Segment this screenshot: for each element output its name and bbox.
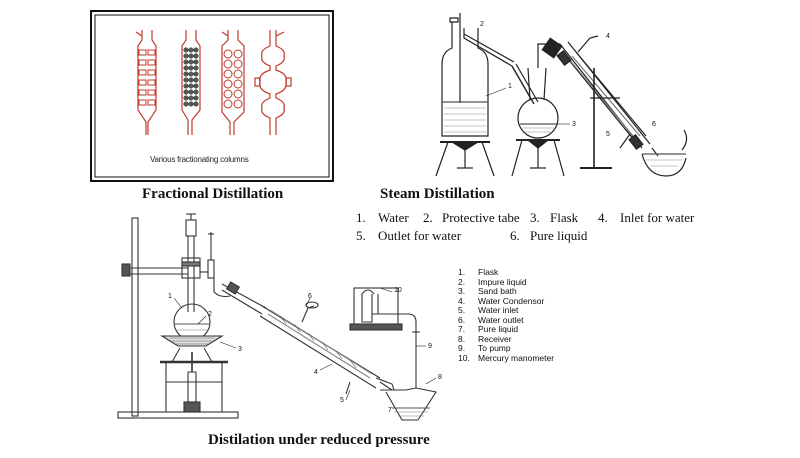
callout-6: 6: [308, 293, 312, 300]
legend-text: Sand bath: [478, 286, 517, 296]
fractional-distillation-title: Fractional Distillation: [142, 186, 284, 202]
svg-text:5: 5: [606, 131, 610, 138]
steam-legend-text-1: Water: [378, 210, 409, 225]
legend-row: 8. Receiver: [458, 333, 554, 345]
legend-text: To pump: [478, 343, 511, 353]
steam-legend-num-6: 6.: [510, 228, 520, 243]
svg-text:4: 4: [606, 33, 610, 40]
legend-num: 10.: [458, 352, 470, 363]
legend-num: 7.: [458, 324, 466, 334]
callout-10: 10: [394, 287, 402, 294]
column-bead-packed: [181, 30, 201, 135]
steam-legend-num-2: 2.: [423, 210, 433, 225]
callout-5: 5: [340, 397, 344, 404]
legend-text: Impure liquid: [478, 276, 527, 287]
steam-legend-num-3: 3.: [530, 210, 540, 225]
steam-legend-text-2: Protective tabe: [442, 210, 520, 225]
callout-7: 7: [388, 407, 392, 414]
steam-legend-text-4: Inlet for water: [620, 210, 695, 225]
svg-text:2: 2: [480, 21, 484, 28]
column-ring-packed: [221, 30, 245, 135]
steam-callouts: 1 3 2 4 5 6: [480, 21, 656, 138]
legend-text: Pure liquid: [478, 324, 519, 334]
reduced-callouts: 1 2 3 4 5 6 7 8 9 10: [168, 287, 442, 414]
callout-9: 9: [428, 343, 432, 350]
fractional-inner-caption: Various fractionating columns: [150, 155, 249, 164]
legend-num: 2.: [458, 276, 466, 287]
legend-num: 8.: [458, 333, 466, 344]
legend-num: 9.: [458, 343, 466, 353]
steam-distillation-title: Steam Distillation: [380, 186, 495, 202]
legend-text: Flask: [478, 267, 499, 277]
column-bulb: [254, 30, 292, 135]
reduced-pressure-title: Distilation under reduced pressure: [208, 432, 430, 448]
steam-apparatus-drawing: 1 3 2 4 5 6: [435, 13, 688, 177]
legend-text: Water Condensor: [478, 295, 545, 306]
fractional-distillation-figure: [90, 10, 334, 182]
legend-num: 1.: [458, 267, 466, 277]
fractional-columns-drawing: [90, 10, 334, 182]
svg-text:3: 3: [572, 121, 576, 128]
legend-row: 9. To pump: [458, 343, 554, 354]
legend-text: Water outlet: [478, 314, 524, 325]
legend-num: 6.: [458, 314, 466, 325]
legend-row: 4. Water Condensor: [458, 295, 554, 307]
legend-text: Water inlet: [478, 305, 519, 315]
legend-num: 5.: [458, 305, 466, 315]
steam-legend-num-5: 5.: [356, 228, 366, 243]
legend-row: 5. Water inlet: [458, 305, 554, 316]
reduced-pressure-drawing: 1 2 3 4 5 6 7 8 9 10: [117, 213, 442, 421]
legend-text: Receiver: [478, 333, 512, 344]
steam-legend-text-3: Flask: [550, 210, 579, 225]
callout-8: 8: [438, 374, 442, 381]
column-vigreux: [135, 30, 157, 135]
callout-2: 2: [208, 311, 212, 318]
callout-4: 4: [314, 369, 318, 376]
legend-row: 6. Water outlet: [458, 314, 554, 326]
legend-num: 4.: [458, 295, 466, 306]
steam-legend-text-5: Outlet for water: [378, 228, 462, 243]
legend-row: 1. Flask: [458, 267, 554, 278]
callout-3: 3: [238, 346, 242, 353]
steam-legend-text-6: Pure liquid: [530, 228, 588, 243]
reduced-pressure-figure: 1 2 3 4 5 6 7 8 9 10: [110, 212, 460, 432]
steam-legend-num-1: 1.: [356, 210, 366, 225]
steam-legend: 1. Water 2. Protective tabe 3. Flask 4. …: [356, 210, 716, 246]
steam-distillation-figure: 1 3 2 4 5 6: [420, 8, 700, 183]
legend-row: 7. Pure liquid: [458, 324, 554, 335]
legend-row: 10. Mercury manometer: [458, 352, 555, 364]
svg-text:6: 6: [652, 121, 656, 128]
legend-text: Mercury manometer: [478, 352, 555, 363]
legend-row: 3. Sand bath: [458, 286, 554, 297]
steam-legend-num-4: 4.: [598, 210, 608, 225]
legend-row: 2. Impure liquid: [458, 276, 554, 288]
svg-text:1: 1: [508, 83, 512, 90]
legend-num: 3.: [458, 286, 466, 296]
callout-1: 1: [168, 293, 172, 300]
reduced-legend: 1. Flask 2. Impure liquid 3. Sand bath 4. Wa…: [458, 267, 555, 364]
